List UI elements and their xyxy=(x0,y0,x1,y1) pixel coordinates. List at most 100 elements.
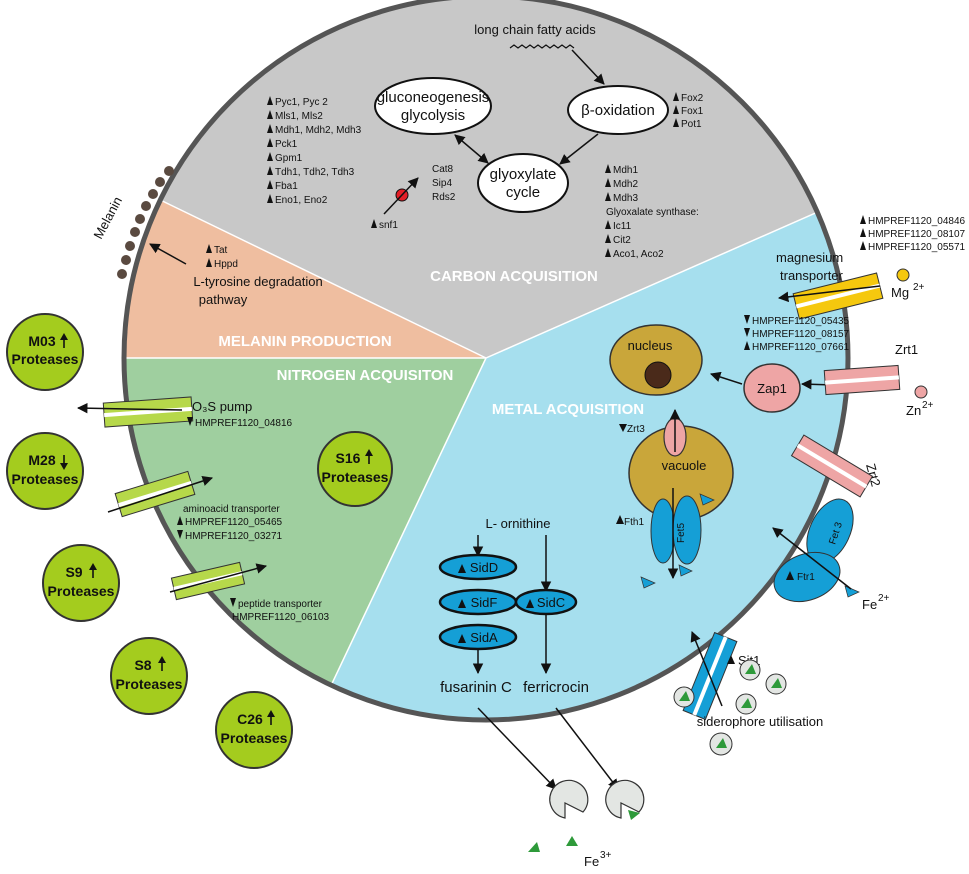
protease-label: Proteases xyxy=(322,469,389,485)
cell-wall xyxy=(121,0,851,723)
cycle-label: cycle xyxy=(506,184,540,201)
nitrogen-heading: NITROGEN ACQUISITON xyxy=(277,367,454,384)
arrow-up-icon xyxy=(673,105,679,114)
arrow-up-icon xyxy=(267,194,273,203)
aminoacid-transporter xyxy=(114,470,196,518)
sidc-label: SidC xyxy=(537,595,565,610)
snf-target-label: Rds2 xyxy=(432,192,456,203)
gene-label: Mdh1 xyxy=(613,165,638,176)
arrow-up-icon xyxy=(860,241,866,250)
gluconeo-glyoxylate-arrow xyxy=(454,134,489,164)
zrt1-transporter xyxy=(823,364,901,396)
fe2-charge: 2+ xyxy=(878,593,890,604)
fet5-label: Fet5 xyxy=(676,523,687,543)
siderophore-icon xyxy=(673,686,695,708)
ftr1-transporter xyxy=(773,551,841,603)
aminoacid-arrow xyxy=(107,475,213,513)
peptide-transporter-label: peptide transporter xyxy=(238,599,323,610)
melanin-dot xyxy=(155,177,165,187)
arrow-up-icon xyxy=(267,138,273,147)
sidf-label: SidF xyxy=(471,595,498,610)
protease-label: Proteases xyxy=(12,351,79,367)
o3s-pump-arrow xyxy=(76,402,183,414)
arrow-up-icon xyxy=(89,563,97,578)
ferricrocin-export-arrow xyxy=(555,707,619,790)
fusarinin-label: fusarinin C xyxy=(440,679,512,696)
arrow-up-icon xyxy=(267,110,273,119)
melanin-label: Melanin xyxy=(90,194,125,241)
zn-ion-label: Zn xyxy=(906,403,921,418)
aminoacid-gene-label: HMPREF1120_03271 xyxy=(185,531,283,542)
protease-label: Proteases xyxy=(221,730,288,746)
mg-gene-label: HMPREF1120_04846 xyxy=(868,216,966,227)
zn-ion-icon xyxy=(914,385,928,399)
gene-label: Cit2 xyxy=(613,235,631,246)
protease-m03: M03 Proteases xyxy=(6,313,84,391)
protease-name: M03 xyxy=(28,333,55,349)
protease-label: Proteases xyxy=(48,583,115,599)
arrow-up-icon xyxy=(458,564,466,573)
fe3-triangle xyxy=(566,836,578,846)
gene-label: Mdh1, Mdh2, Mdh3 xyxy=(275,125,362,136)
ornithine-label: L- ornithine xyxy=(485,516,550,531)
nucleolus xyxy=(644,361,672,389)
ftr1-label: Ftr1 xyxy=(797,572,815,583)
sidc-enzyme: SidC xyxy=(514,588,578,616)
arrow-down-icon xyxy=(230,598,236,607)
melanin-dot xyxy=(125,241,135,251)
fe-triangle xyxy=(844,585,860,598)
arrow-up-icon xyxy=(605,192,611,201)
nucleus xyxy=(609,324,703,396)
aminoacid-gene-label: HMPREF1120_05465 xyxy=(185,517,283,528)
arrow-down-icon xyxy=(177,530,183,539)
nucleus-label: nucleus xyxy=(628,338,673,353)
gene-label: Mls1, Mls2 xyxy=(275,111,323,122)
gene-label: Fox1 xyxy=(681,106,704,117)
beta-glyoxylate-arrow xyxy=(559,133,599,165)
fatty-acids-label: long chain fatty acids xyxy=(474,22,596,37)
beta-oxidation-label: β-oxidation xyxy=(581,102,655,119)
mg-import-arrow xyxy=(777,285,881,303)
melanin-heading: MELANIN PRODUCTION xyxy=(218,333,391,350)
snf-target-label: Cat8 xyxy=(432,164,454,175)
gene-label: Fba1 xyxy=(275,181,298,192)
fe3-ion-label: Fe xyxy=(584,854,599,869)
melanin-dot xyxy=(130,227,140,237)
sidd-label: SidD xyxy=(470,560,498,575)
arrow-up-icon xyxy=(206,258,212,267)
arrow-down-icon xyxy=(187,417,193,426)
fe-triangle xyxy=(699,493,715,506)
arrow-up-icon xyxy=(616,515,624,524)
arrow-up-icon xyxy=(860,215,866,224)
peptide-arrow xyxy=(169,563,268,593)
zap-gene-label: HMPREF1120_05435 xyxy=(752,316,850,327)
arrow-up-icon xyxy=(371,219,377,228)
fe-triangle xyxy=(678,564,693,577)
protease-name: S8 xyxy=(134,657,151,673)
carbon-heading: CARBON ACQUISITION xyxy=(430,268,598,285)
gene-label: Pot1 xyxy=(681,119,702,130)
fatty-acid-arrow xyxy=(571,49,605,85)
zrt1-label: Zrt1 xyxy=(895,342,918,357)
loaded-siderophore-icon xyxy=(605,779,645,820)
melanin-arrow xyxy=(149,243,187,265)
arrow-up-icon xyxy=(526,599,534,608)
siderophore-label: siderophore utilisation xyxy=(697,714,823,729)
melanin-dots xyxy=(117,166,174,279)
arrow-up-icon xyxy=(267,180,273,189)
arrow-down-icon xyxy=(744,328,750,337)
fth1-label: Fth1 xyxy=(624,517,644,528)
protease-label: Proteases xyxy=(12,471,79,487)
gene-label: Aco1, Aco2 xyxy=(613,249,664,260)
gene-label: Fox2 xyxy=(681,93,704,104)
siderophore-icon xyxy=(735,693,757,715)
protease-c26: C26 Proteases xyxy=(215,691,293,769)
protease-name: C26 xyxy=(237,711,263,727)
arrow-up-icon xyxy=(158,656,166,671)
siderophore-icon xyxy=(739,659,761,681)
mg-gene-label: HMPREF1120_08107 xyxy=(868,229,966,240)
arrow-up-icon xyxy=(786,571,794,580)
melanin-dot xyxy=(148,189,158,199)
melanin-dot xyxy=(135,214,145,224)
